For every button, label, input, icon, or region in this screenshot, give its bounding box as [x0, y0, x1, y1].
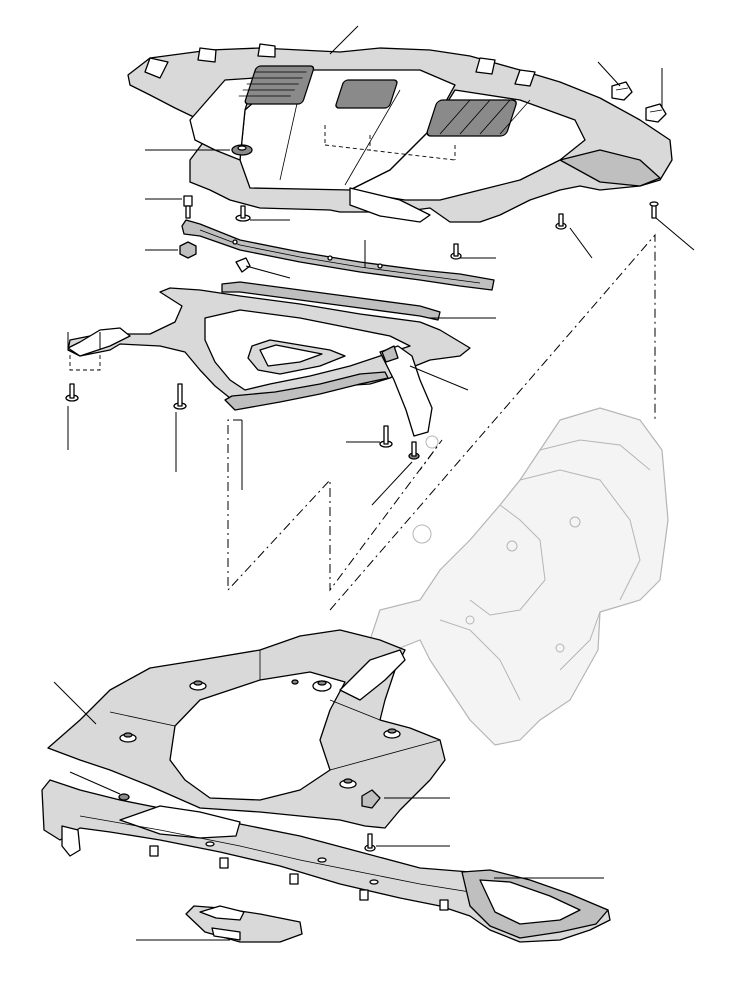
screw-icon	[379, 425, 393, 448]
rear-floor-panel	[47, 629, 446, 829]
push-pin-icon	[118, 793, 130, 801]
clip-icon	[235, 257, 251, 273]
assembly-lines	[69, 233, 656, 611]
screw-icon	[65, 383, 79, 402]
clip-icon	[611, 81, 633, 101]
rear-parcel-shelf	[127, 43, 673, 223]
callout-leaders	[53, 25, 695, 941]
vent-grille-centre	[335, 79, 398, 109]
push-pin-icon	[369, 879, 379, 885]
vent-grille-right	[426, 99, 517, 137]
vehicle-body-shell-ghost	[369, 407, 669, 746]
push-pin-icon	[235, 205, 251, 222]
small-bracket	[185, 905, 303, 943]
screw-icon	[173, 383, 187, 410]
push-pin-icon	[317, 857, 327, 863]
push-pin-icon	[339, 778, 357, 789]
vent-grille-left	[238, 65, 315, 105]
sill-trim-panel	[41, 779, 611, 943]
clip-icon	[645, 103, 667, 123]
parcel-shelf-bracket	[181, 219, 495, 291]
screw-icon	[450, 243, 462, 260]
screw-icon	[183, 195, 193, 219]
clip-icon	[361, 789, 381, 809]
push-pin-icon	[119, 732, 137, 743]
push-pin-icon	[205, 841, 215, 847]
screw-icon	[649, 201, 659, 219]
push-pin-icon	[189, 680, 207, 691]
push-pin-icon	[383, 728, 401, 739]
shelf-support-frame	[67, 281, 471, 437]
screw-icon	[364, 833, 376, 852]
push-pin-icon	[408, 441, 420, 460]
nut-icon	[179, 241, 197, 259]
push-pin-icon	[555, 213, 567, 230]
push-pin-icon	[312, 680, 332, 692]
